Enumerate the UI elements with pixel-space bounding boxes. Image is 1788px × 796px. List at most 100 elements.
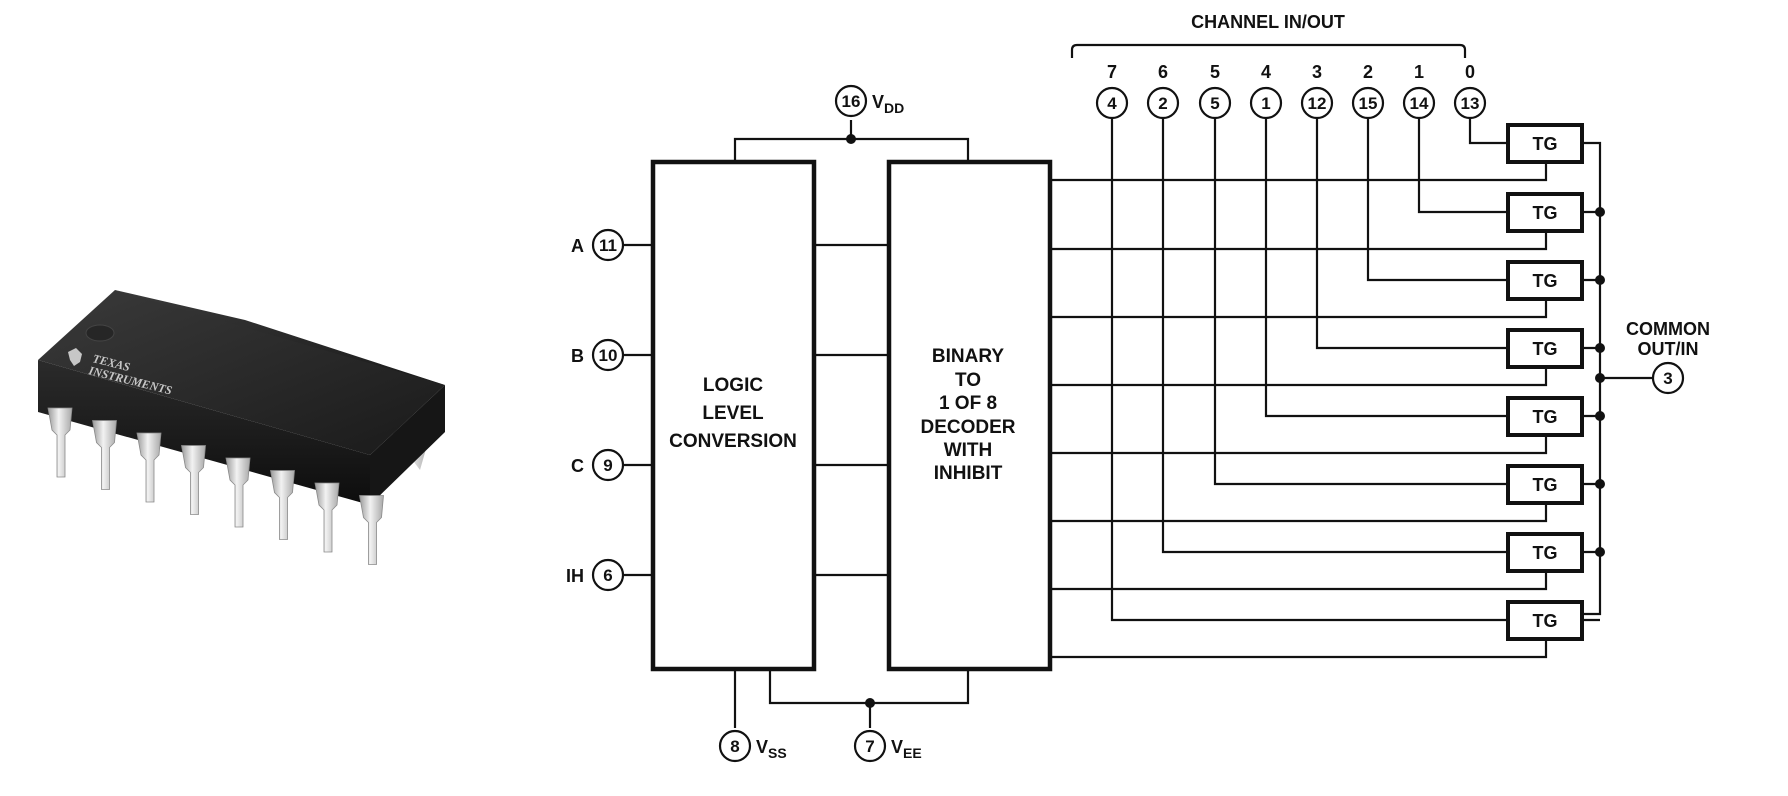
channel-line xyxy=(1264,118,1508,418)
decoder-block: BINARY TO 1 OF 8 DECODER WITH INHIBIT xyxy=(886,159,1053,672)
decoder-text-3: 1 OF 8 xyxy=(939,393,997,414)
gate-label: TG xyxy=(1533,271,1558,291)
channel-pin: 74 xyxy=(1095,62,1129,120)
channel-line xyxy=(1315,118,1508,350)
channel-pin-number: 14 xyxy=(1410,94,1429,113)
select-line xyxy=(1050,300,1548,319)
channel-pin-number: 13 xyxy=(1461,94,1480,113)
channel-bracket xyxy=(1070,43,1467,58)
select-line xyxy=(1050,640,1548,659)
ic-pin xyxy=(136,432,162,503)
channel-pin-number: 12 xyxy=(1308,94,1327,113)
vee-label: VEE xyxy=(891,737,922,761)
channel-line xyxy=(1417,118,1508,214)
channel-pin-number: 1 xyxy=(1261,94,1270,113)
vdd-junction xyxy=(846,134,856,144)
vss-label: VSS xyxy=(756,737,787,761)
bus-junction xyxy=(1595,479,1605,489)
logic-text-3: CONVERSION xyxy=(669,431,797,452)
channel-pin: 62 xyxy=(1146,62,1180,120)
input-pin: 9C xyxy=(571,448,625,482)
decoder-text-2: TO xyxy=(955,370,981,391)
vee-bus xyxy=(768,670,970,705)
input-name: C xyxy=(571,456,584,476)
vss-pin-number: 8 xyxy=(730,737,739,756)
channel-in-out-label: CHANNEL IN/OUT xyxy=(1191,12,1345,32)
decoder-text-1: BINARY xyxy=(932,346,1004,367)
vee-pin: 7 VEE xyxy=(853,729,922,763)
transmission-gate: TG xyxy=(1506,532,1584,573)
ic-pin xyxy=(92,420,117,490)
select-line xyxy=(1050,572,1548,591)
ic-pin xyxy=(314,482,340,553)
common-junction xyxy=(1595,373,1605,383)
channel-number: 5 xyxy=(1210,62,1220,82)
vss-pin: 8 VSS xyxy=(718,729,787,763)
channel-line xyxy=(1213,118,1508,486)
transmission-gate: TG xyxy=(1506,260,1584,301)
channel-pin: 114 xyxy=(1402,62,1436,120)
channel-pin: 55 xyxy=(1198,62,1232,120)
vdd-pin-number: 16 xyxy=(842,92,861,111)
logic-level-conversion-block: LOGIC LEVEL CONVERSION xyxy=(650,159,817,672)
ic-body-front xyxy=(38,360,370,505)
transmission-gate: TG xyxy=(1506,328,1584,369)
gate-label: TG xyxy=(1533,543,1558,563)
input-pin: 10 B xyxy=(571,338,625,372)
common-pin xyxy=(1651,361,1685,395)
transmission-gate: TG xyxy=(1506,123,1584,164)
gate-label: TG xyxy=(1533,611,1558,631)
ic-pin xyxy=(47,407,73,478)
input-name: IH xyxy=(566,566,584,586)
transmission-gate: TG xyxy=(1506,396,1584,437)
bus-junction xyxy=(1595,275,1605,285)
select-line xyxy=(1050,368,1548,387)
ic-package-illustration: TEXAS INSTRUMENTS xyxy=(38,290,445,565)
channel-pin: 3 12 xyxy=(1300,62,1334,120)
channel-pin: 013 xyxy=(1453,62,1487,120)
channel-number: 2 xyxy=(1363,62,1373,82)
input-pin-number: 6 xyxy=(603,566,612,585)
input-pin-number: 10 xyxy=(599,346,618,365)
decoder-text-5: WITH xyxy=(944,440,993,461)
channel-number: 4 xyxy=(1261,62,1271,82)
common-label-1: COMMON xyxy=(1626,319,1710,339)
ic-pin xyxy=(359,495,384,565)
common-pin-number: 3 xyxy=(1663,369,1672,388)
ic-pins xyxy=(47,407,384,565)
input-pin-number: 9 xyxy=(603,456,612,475)
ic-pin xyxy=(181,445,206,515)
channel-line xyxy=(1366,118,1508,282)
ic-pin xyxy=(270,470,295,540)
channel-header: CHANNEL IN/OUT xyxy=(1070,12,1467,58)
select-line xyxy=(1050,163,1548,182)
transmission-gate: TG xyxy=(1506,464,1584,505)
channel-number: 3 xyxy=(1312,62,1322,82)
gate-label: TG xyxy=(1533,339,1558,359)
channel-line xyxy=(1161,118,1508,554)
input-pin: 11 A xyxy=(571,228,625,262)
bus-junction xyxy=(1595,547,1605,557)
channel-pin-number: 15 xyxy=(1359,94,1378,113)
channel-number: 7 xyxy=(1107,62,1117,82)
vdd-pin: 16 VDD xyxy=(834,84,904,118)
vee-pin-number: 7 xyxy=(865,737,874,756)
pin1-notch xyxy=(85,324,115,342)
input-name: B xyxy=(571,346,584,366)
transmission-gate: TG xyxy=(1506,192,1584,233)
channel-pin-number: 2 xyxy=(1158,94,1167,113)
gate-label: TG xyxy=(1533,134,1558,154)
vee-junction xyxy=(865,698,875,708)
common-out-in: COMMON OUT/IN 3 xyxy=(1626,319,1710,395)
transmission-gate: TG xyxy=(1506,600,1584,641)
channel-pin: 41 xyxy=(1249,62,1283,120)
channel-pin-number: 4 xyxy=(1107,94,1117,113)
common-label-2: OUT/IN xyxy=(1638,339,1699,359)
channel-line xyxy=(1468,118,1508,145)
logic-text-2: LEVEL xyxy=(702,403,764,424)
input-pin-number: 11 xyxy=(599,236,617,255)
input-name: A xyxy=(571,236,584,256)
channel-pin: 2 15 xyxy=(1351,62,1385,120)
select-line xyxy=(1050,436,1548,455)
